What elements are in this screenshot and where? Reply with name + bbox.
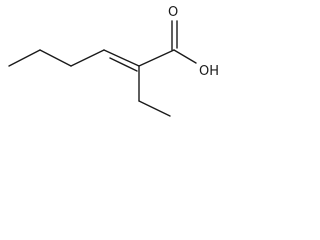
double-bond-c3-c2-outer bbox=[103, 49, 140, 67]
atom-label-oxygen: O bbox=[168, 5, 178, 20]
bond-c5-c4 bbox=[39, 49, 72, 67]
bond-c4-c3 bbox=[70, 49, 105, 67]
molecule-structure: O OH bbox=[8, 5, 219, 117]
bond-c6-c5 bbox=[8, 49, 41, 67]
double-bond-c3-c2-inner bbox=[109, 57, 138, 72]
structure-canvas: O OH bbox=[0, 0, 230, 134]
atom-label-hydroxyl: OH bbox=[199, 64, 219, 79]
bond-c2-c1 bbox=[138, 49, 175, 67]
bond-c1-oh bbox=[173, 49, 197, 64]
bond-ethyl-c1-c2 bbox=[138, 100, 171, 117]
